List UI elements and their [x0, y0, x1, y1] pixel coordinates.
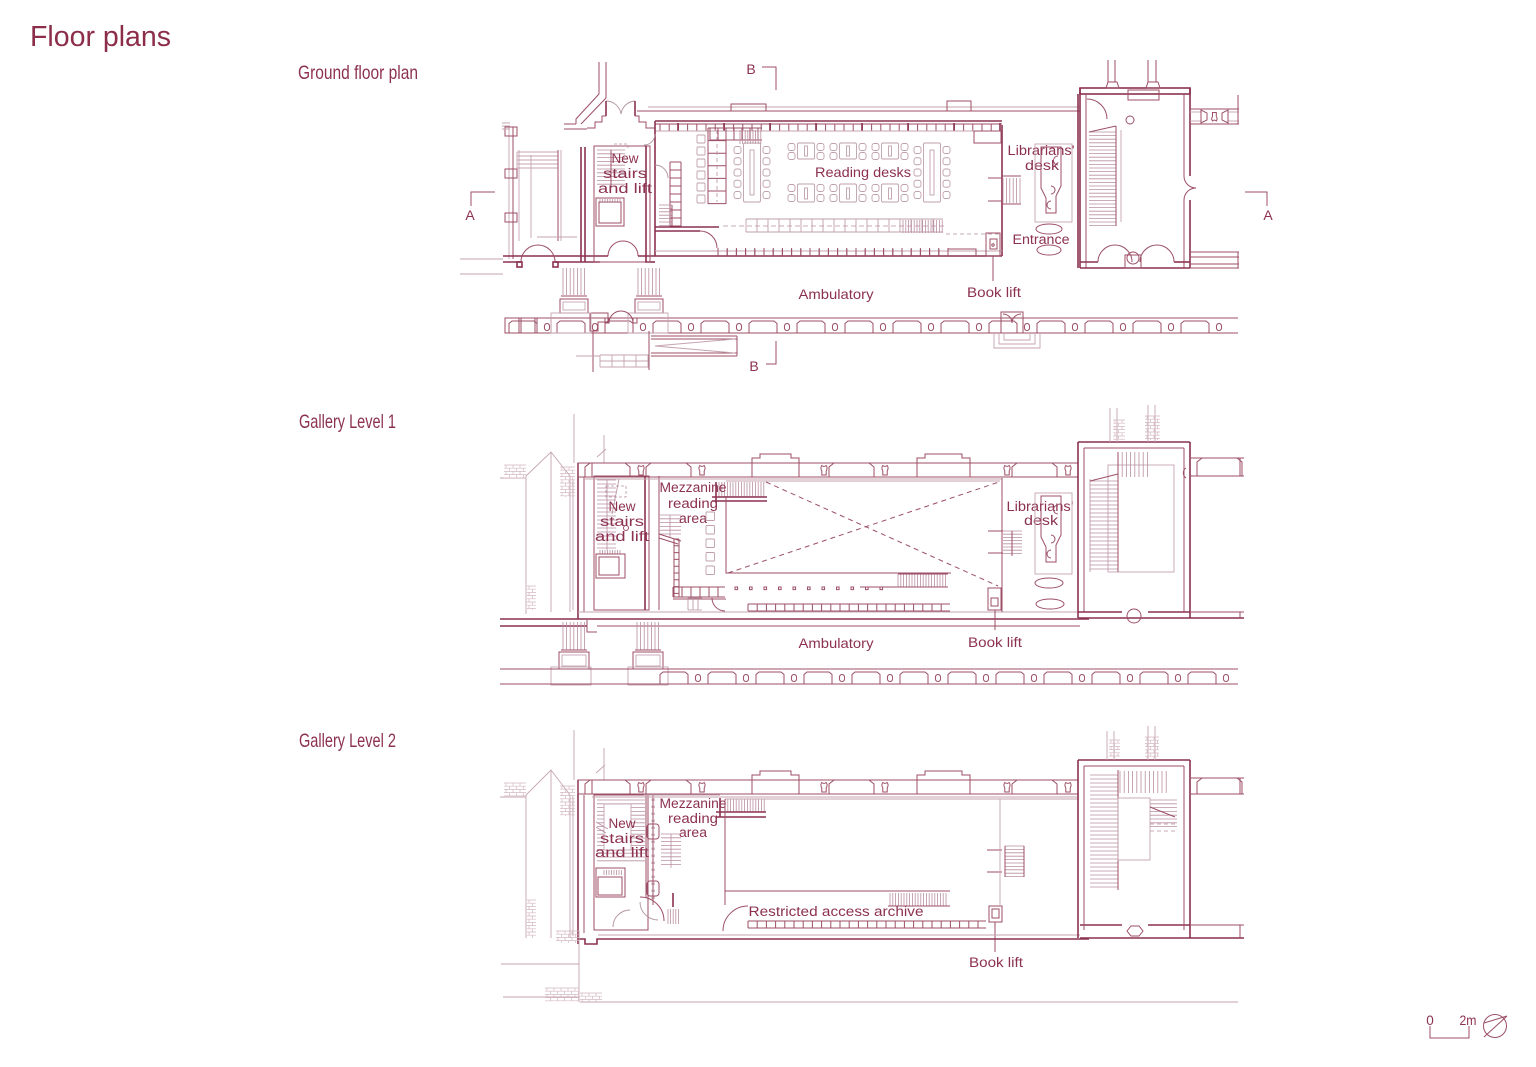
svg-text:and lift: and lift: [595, 845, 649, 860]
svg-text:Ground floor plan: Ground floor plan: [298, 62, 418, 84]
svg-text:area: area: [679, 825, 707, 840]
svg-text:desk: desk: [1025, 158, 1059, 173]
svg-text:stairs: stairs: [603, 166, 647, 181]
svg-text:New: New: [609, 816, 636, 831]
svg-text:Book lift: Book lift: [969, 955, 1023, 970]
svg-text:New: New: [609, 499, 636, 514]
svg-text:0: 0: [1426, 1013, 1434, 1028]
svg-text:Floor plans: Floor plans: [30, 21, 171, 53]
svg-text:Ambulatory: Ambulatory: [799, 635, 874, 651]
svg-text:A: A: [465, 207, 475, 223]
svg-text:Mezzanine: Mezzanine: [660, 796, 727, 811]
svg-text:Ambulatory: Ambulatory: [799, 286, 874, 302]
svg-text:Mezzanine: Mezzanine: [660, 480, 727, 495]
svg-text:stairs: stairs: [600, 514, 644, 529]
svg-text:Restricted access archive: Restricted access archive: [749, 904, 924, 919]
svg-text:B: B: [746, 61, 755, 77]
svg-text:and lift: and lift: [595, 529, 649, 544]
svg-text:A: A: [1263, 207, 1273, 223]
svg-text:Book lift: Book lift: [968, 635, 1022, 650]
svg-text:reading: reading: [668, 496, 718, 511]
svg-text:New: New: [612, 151, 639, 166]
svg-text:Entrance: Entrance: [1013, 232, 1070, 247]
svg-text:Reading desks: Reading desks: [815, 164, 911, 180]
svg-text:Gallery Level 2: Gallery Level 2: [299, 730, 396, 752]
svg-text:Gallery Level 1: Gallery Level 1: [299, 411, 396, 433]
svg-text:Book lift: Book lift: [967, 285, 1021, 300]
svg-text:Librarians': Librarians': [1007, 499, 1074, 514]
svg-text:and lift: and lift: [598, 181, 652, 196]
svg-text:reading: reading: [668, 811, 718, 826]
svg-text:stairs: stairs: [600, 831, 644, 846]
svg-text:2m: 2m: [1460, 1013, 1477, 1028]
svg-text:B: B: [749, 358, 758, 374]
svg-text:area: area: [679, 511, 707, 526]
